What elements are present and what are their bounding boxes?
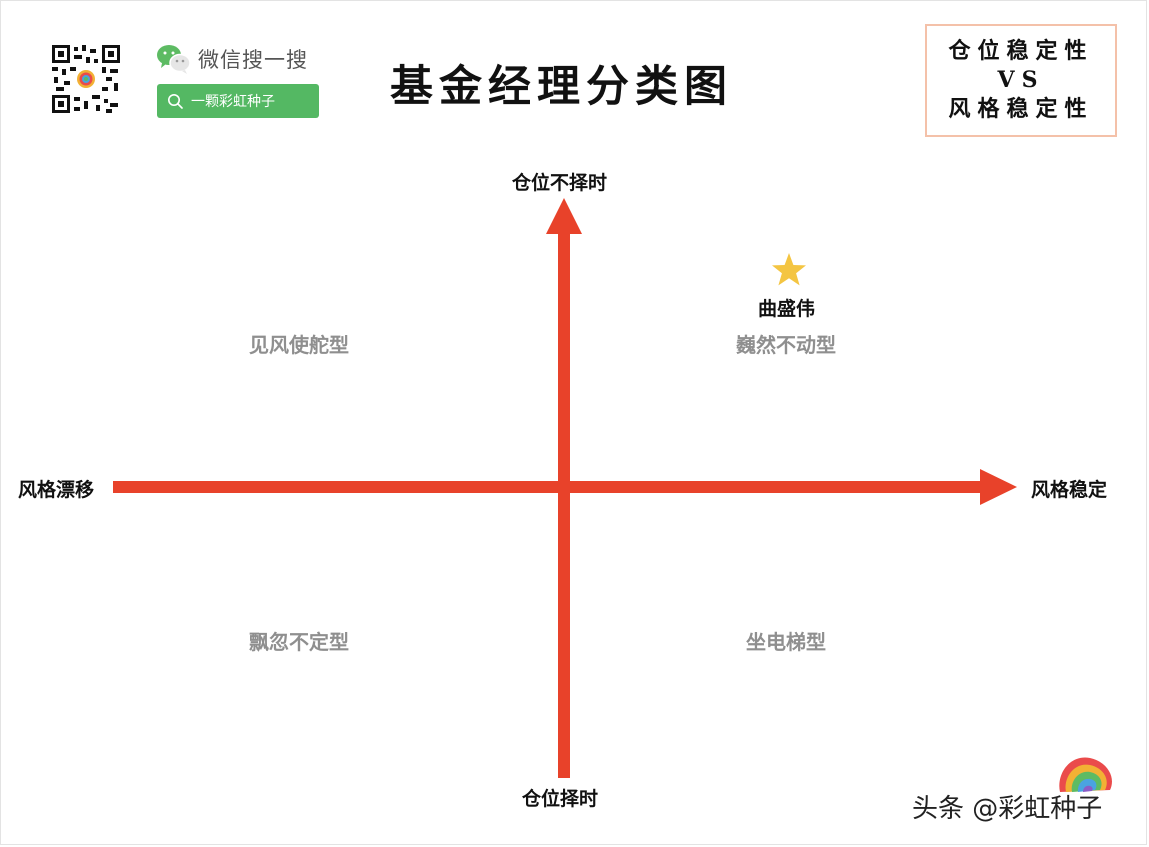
quadrant-bottom-right: 坐电梯型	[746, 630, 826, 654]
axis-label-bottom: 仓位择时	[522, 788, 599, 810]
star-icon	[772, 253, 806, 286]
quadrant-bottom-left: 飘忽不定型	[249, 630, 349, 654]
wechat-search-label: 微信搜一搜	[198, 48, 308, 72]
comparison-line-vs: VS	[997, 67, 1045, 93]
wechat-icon	[157, 45, 191, 74]
axis-label-right: 风格稳定	[1031, 479, 1108, 501]
page-title: 基金经理分类图	[390, 62, 733, 112]
axis-label-left: 风格漂移	[18, 479, 95, 501]
vertical-axis-arrow	[546, 198, 582, 778]
comparison-box: 仓位稳定性 VS 风格稳定性	[925, 24, 1117, 137]
axis-label-top: 仓位不择时	[512, 172, 608, 194]
search-button[interactable]: 一颗彩虹种子	[157, 84, 319, 118]
horizontal-axis-arrow	[113, 469, 1017, 505]
search-button-label: 一颗彩虹种子	[191, 94, 275, 110]
manager-name-label: 曲盛伟	[758, 298, 816, 320]
wechat-search-row: 微信搜一搜	[156, 43, 308, 75]
search-icon	[168, 94, 183, 109]
quadrant-top-left: 见风使舵型	[249, 333, 349, 357]
comparison-line-2: 风格稳定性	[948, 96, 1094, 122]
quadrant-top-right: 巍然不动型	[736, 333, 836, 357]
qr-code	[52, 45, 120, 113]
watermark-text: 头条 @彩虹种子	[912, 794, 1103, 824]
comparison-line-1: 仓位稳定性	[948, 38, 1094, 64]
rainbow-logo	[1059, 757, 1112, 792]
